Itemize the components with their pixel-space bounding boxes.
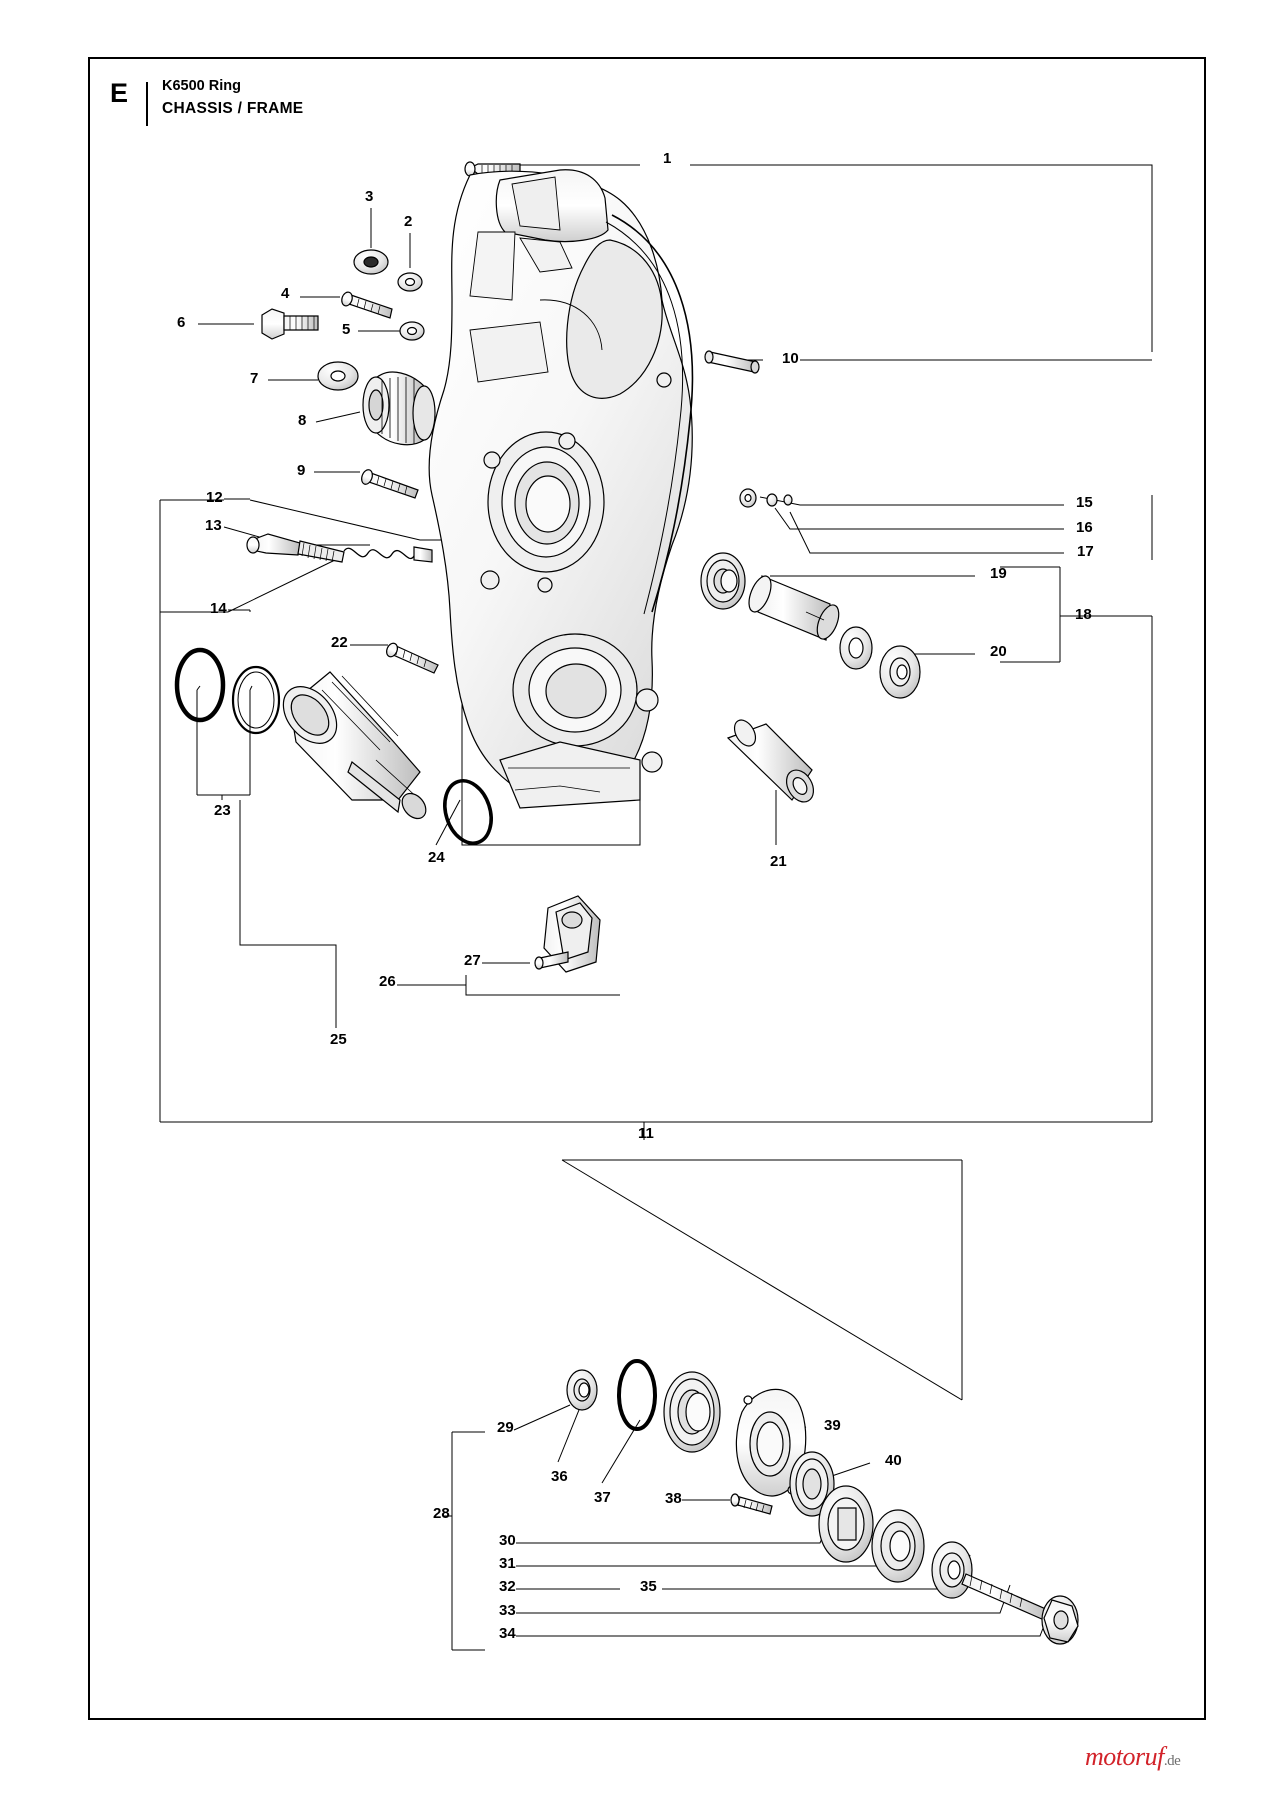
callout-19: 19: [990, 565, 1007, 582]
callout-25: 25: [330, 1031, 347, 1048]
watermark-suffix: .de: [1163, 1753, 1181, 1769]
callout-3: 3: [365, 188, 374, 205]
page-border: [88, 57, 1206, 1720]
callout-16: 16: [1076, 519, 1093, 536]
callout-23: 23: [214, 802, 231, 819]
diagram-header: E K6500 Ring CHASSIS / FRAME: [110, 78, 510, 130]
callout-20: 20: [990, 643, 1007, 660]
callout-28: 28: [433, 1505, 450, 1522]
callout-9: 9: [297, 462, 306, 479]
callout-17: 17: [1077, 543, 1094, 560]
callout-32: 32: [499, 1578, 516, 1595]
callout-18: 18: [1075, 606, 1092, 623]
callout-33: 33: [499, 1602, 516, 1619]
section-title: CHASSIS / FRAME: [162, 100, 304, 117]
callout-6: 6: [177, 314, 186, 331]
callout-22: 22: [331, 634, 348, 651]
callout-13: 13: [205, 517, 222, 534]
section-letter: E: [110, 78, 129, 108]
callout-36: 36: [551, 1468, 568, 1485]
watermark-main: motoruf: [1085, 1742, 1164, 1771]
callout-26: 26: [379, 973, 396, 990]
callout-7: 7: [250, 370, 259, 387]
callout-11: 11: [638, 1125, 654, 1142]
callout-34: 34: [499, 1625, 516, 1642]
callout-1: 1: [663, 150, 672, 167]
callout-15: 15: [1076, 494, 1093, 511]
callout-35: 35: [640, 1578, 657, 1595]
callout-14: 14: [210, 600, 227, 617]
callout-5: 5: [342, 321, 351, 338]
callout-21: 21: [770, 853, 787, 870]
callout-10: 10: [782, 350, 799, 367]
callout-27: 27: [464, 952, 481, 969]
callout-30: 30: [499, 1532, 516, 1549]
callout-2: 2: [404, 213, 413, 230]
model-title: K6500 Ring: [162, 78, 241, 94]
watermark: motoruf.de: [1085, 1742, 1181, 1772]
callout-40: 40: [885, 1452, 902, 1469]
callout-4: 4: [281, 285, 290, 302]
callout-37: 37: [594, 1489, 611, 1506]
callout-31: 31: [499, 1555, 516, 1572]
callout-38: 38: [665, 1490, 682, 1507]
callout-8: 8: [298, 412, 307, 429]
header-divider: [146, 82, 148, 126]
callout-39: 39: [824, 1417, 841, 1434]
callout-29: 29: [497, 1419, 514, 1436]
callout-12: 12: [206, 489, 223, 506]
callout-24: 24: [428, 849, 445, 866]
